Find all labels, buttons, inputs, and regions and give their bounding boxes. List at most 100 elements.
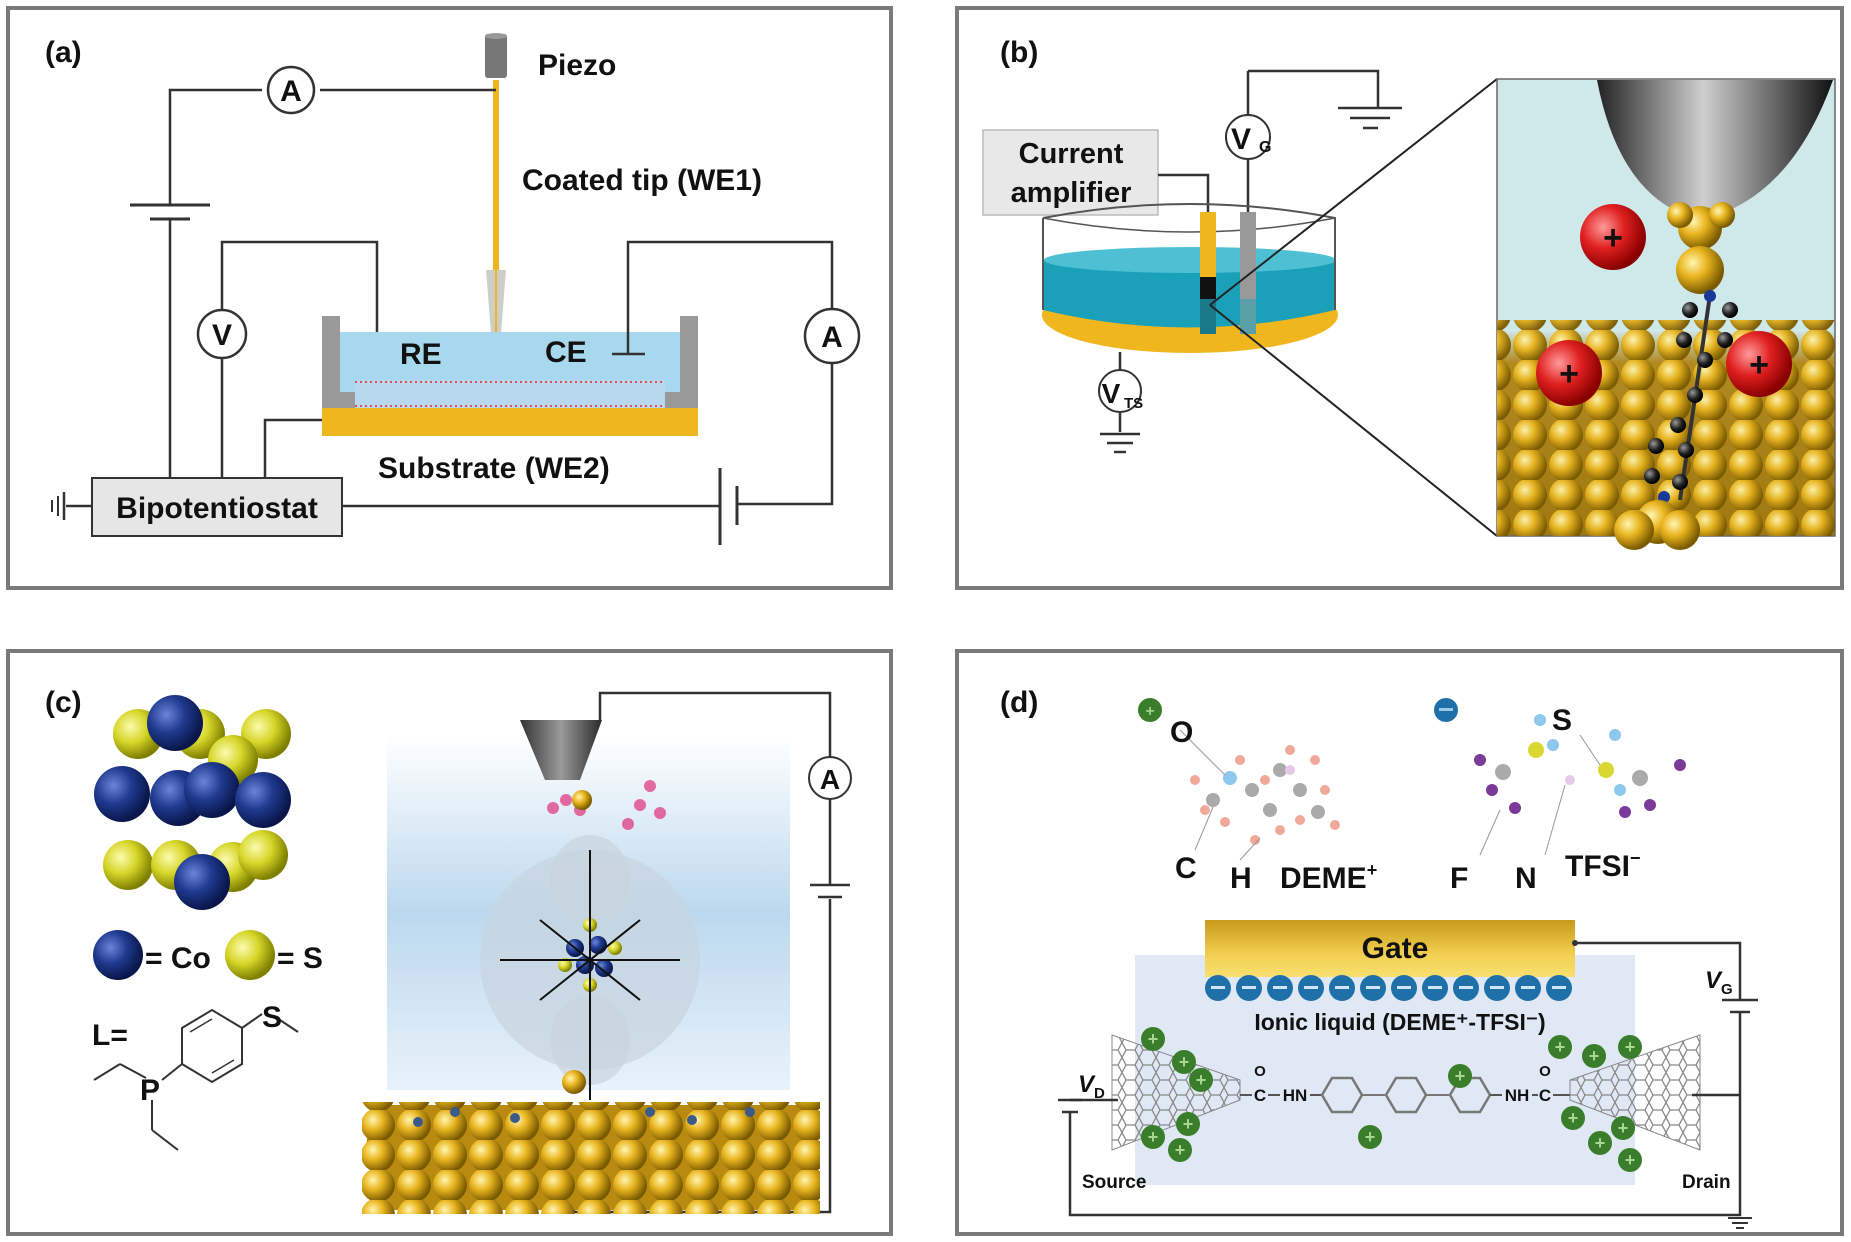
cell-wall-right	[665, 316, 698, 408]
svg-text:HN: HN	[1283, 1086, 1308, 1105]
cell-wall-left	[322, 316, 355, 408]
panel-d-frame	[955, 649, 1844, 1236]
substrate	[322, 408, 698, 436]
plus-icon: +	[1455, 1066, 1466, 1086]
panel-d-label: (d)	[1000, 686, 1038, 719]
ammeter-a-top	[266, 65, 316, 115]
tfsi-anion-molecule	[1434, 698, 1686, 856]
cation-ion	[1548, 1035, 1572, 1059]
ligand-p-label: P	[140, 1074, 160, 1107]
drain-graphene	[1569, 1034, 1701, 1151]
current-amplifier-box	[982, 129, 1159, 216]
svg-text:+: +	[1603, 219, 1623, 257]
panel-c-label: (c)	[45, 686, 82, 719]
atom-s-label: S	[1552, 704, 1572, 737]
cation-ion: +	[1726, 331, 1792, 397]
amplifier-label-2: amplifier	[1011, 177, 1132, 209]
minus-icon	[1397, 986, 1411, 989]
cation-ion	[1176, 1112, 1200, 1136]
minus-icon	[1428, 986, 1442, 989]
tip-electrode	[1200, 212, 1216, 277]
plus-icon: +	[1589, 1046, 1600, 1066]
plus-icon: +	[1365, 1127, 1376, 1147]
minus-icon	[1552, 986, 1566, 989]
atom-c-label: C	[1175, 852, 1197, 885]
s-legend-label: = S	[277, 942, 323, 975]
bipotentiostat-label: Bipotentiostat	[116, 492, 318, 525]
gate-electrode	[1205, 920, 1575, 977]
substrate-label: Substrate (WE2)	[378, 452, 610, 485]
minus-icon	[1242, 986, 1256, 989]
voltmeter	[196, 308, 248, 360]
svg-text:C: C	[1539, 1086, 1551, 1105]
plus-icon: +	[1148, 1127, 1159, 1147]
cation-ion	[1358, 1125, 1382, 1149]
minus-icon	[1521, 986, 1535, 989]
ammeter-label: A	[280, 75, 302, 108]
minus-icon	[1335, 986, 1349, 989]
cation-ion	[1561, 1106, 1585, 1130]
gate-label: Gate	[1362, 932, 1429, 965]
atom-o-label: O	[1170, 716, 1193, 749]
panel-d: (d) + O C H DEME+	[955, 649, 1844, 1236]
bipotentiostat-box	[91, 477, 343, 537]
ionic-liquid-label: Ionic liquid (DEME⁺-TFSI⁻)	[1254, 1009, 1545, 1035]
svg-text:+: +	[1559, 355, 1579, 393]
cation-ion	[1582, 1044, 1606, 1068]
cation-ion	[1172, 1050, 1196, 1074]
bias-voltmeter	[1098, 369, 1142, 413]
plus-icon: +	[1555, 1037, 1566, 1057]
co-legend-swatch	[93, 930, 143, 980]
cation-ion	[1141, 1125, 1165, 1149]
anion-name-label: TFSI−	[1565, 848, 1641, 883]
co-legend-label: = Co	[145, 942, 211, 975]
co6s8-cluster	[94, 695, 291, 910]
cation-ion	[1618, 1035, 1642, 1059]
panel-b-label: (b)	[1000, 36, 1038, 69]
vts-label: V	[1102, 378, 1121, 409]
plus-icon: +	[1196, 1070, 1207, 1090]
minus-icon	[1304, 986, 1318, 989]
vd-label: VD	[1078, 1071, 1105, 1102]
panel-c-frame	[6, 649, 893, 1236]
svg-text:+: +	[1749, 346, 1769, 384]
piezo-actuator	[485, 34, 507, 78]
minus-icon	[1490, 986, 1504, 989]
svg-text:O: O	[1254, 1063, 1266, 1080]
deme-cation-molecule: +	[1138, 698, 1340, 861]
gold-electrode	[362, 1102, 820, 1214]
vts-subscript: TS	[1124, 395, 1143, 412]
bipyridine-molecule	[1644, 290, 1738, 503]
cation-ion	[1141, 1027, 1165, 1051]
cation-name-label: DEME+	[1280, 860, 1377, 895]
cation-ion	[1189, 1068, 1213, 1092]
cluster-molecule	[480, 835, 700, 1100]
panel-a: (a) Piezo Coated tip (WE1) A V RE CE	[6, 6, 893, 590]
svg-text:O: O	[1539, 1063, 1551, 1080]
vg-label: V	[1231, 123, 1251, 156]
minus-icon	[1366, 986, 1380, 989]
plus-icon: +	[1625, 1037, 1636, 1057]
cation-ion: +	[1580, 204, 1646, 270]
plus-icon: +	[1148, 1029, 1159, 1049]
ce-label: CE	[545, 336, 587, 369]
cation-ion	[1588, 1131, 1612, 1155]
cation-ion	[1618, 1148, 1642, 1172]
plus-icon: +	[1183, 1114, 1194, 1134]
source-label: Source	[1082, 1172, 1146, 1193]
drain-label: Drain	[1682, 1172, 1731, 1193]
beaker	[1042, 203, 1336, 310]
coated-tip	[493, 80, 499, 270]
plus-icon: +	[1618, 1118, 1629, 1138]
svg-text:+: +	[1145, 703, 1154, 720]
ligand-structure: S P	[93, 1001, 299, 1151]
cation-ion	[1168, 1138, 1192, 1162]
panel-b-frame	[955, 6, 1844, 590]
source-graphene	[1111, 1034, 1241, 1151]
amplifier-label-1: Current	[1019, 138, 1124, 170]
ammeter	[808, 756, 852, 800]
cation-ion: +	[1536, 340, 1602, 406]
cation-ion	[1448, 1064, 1472, 1088]
minus-icon	[1459, 986, 1473, 989]
